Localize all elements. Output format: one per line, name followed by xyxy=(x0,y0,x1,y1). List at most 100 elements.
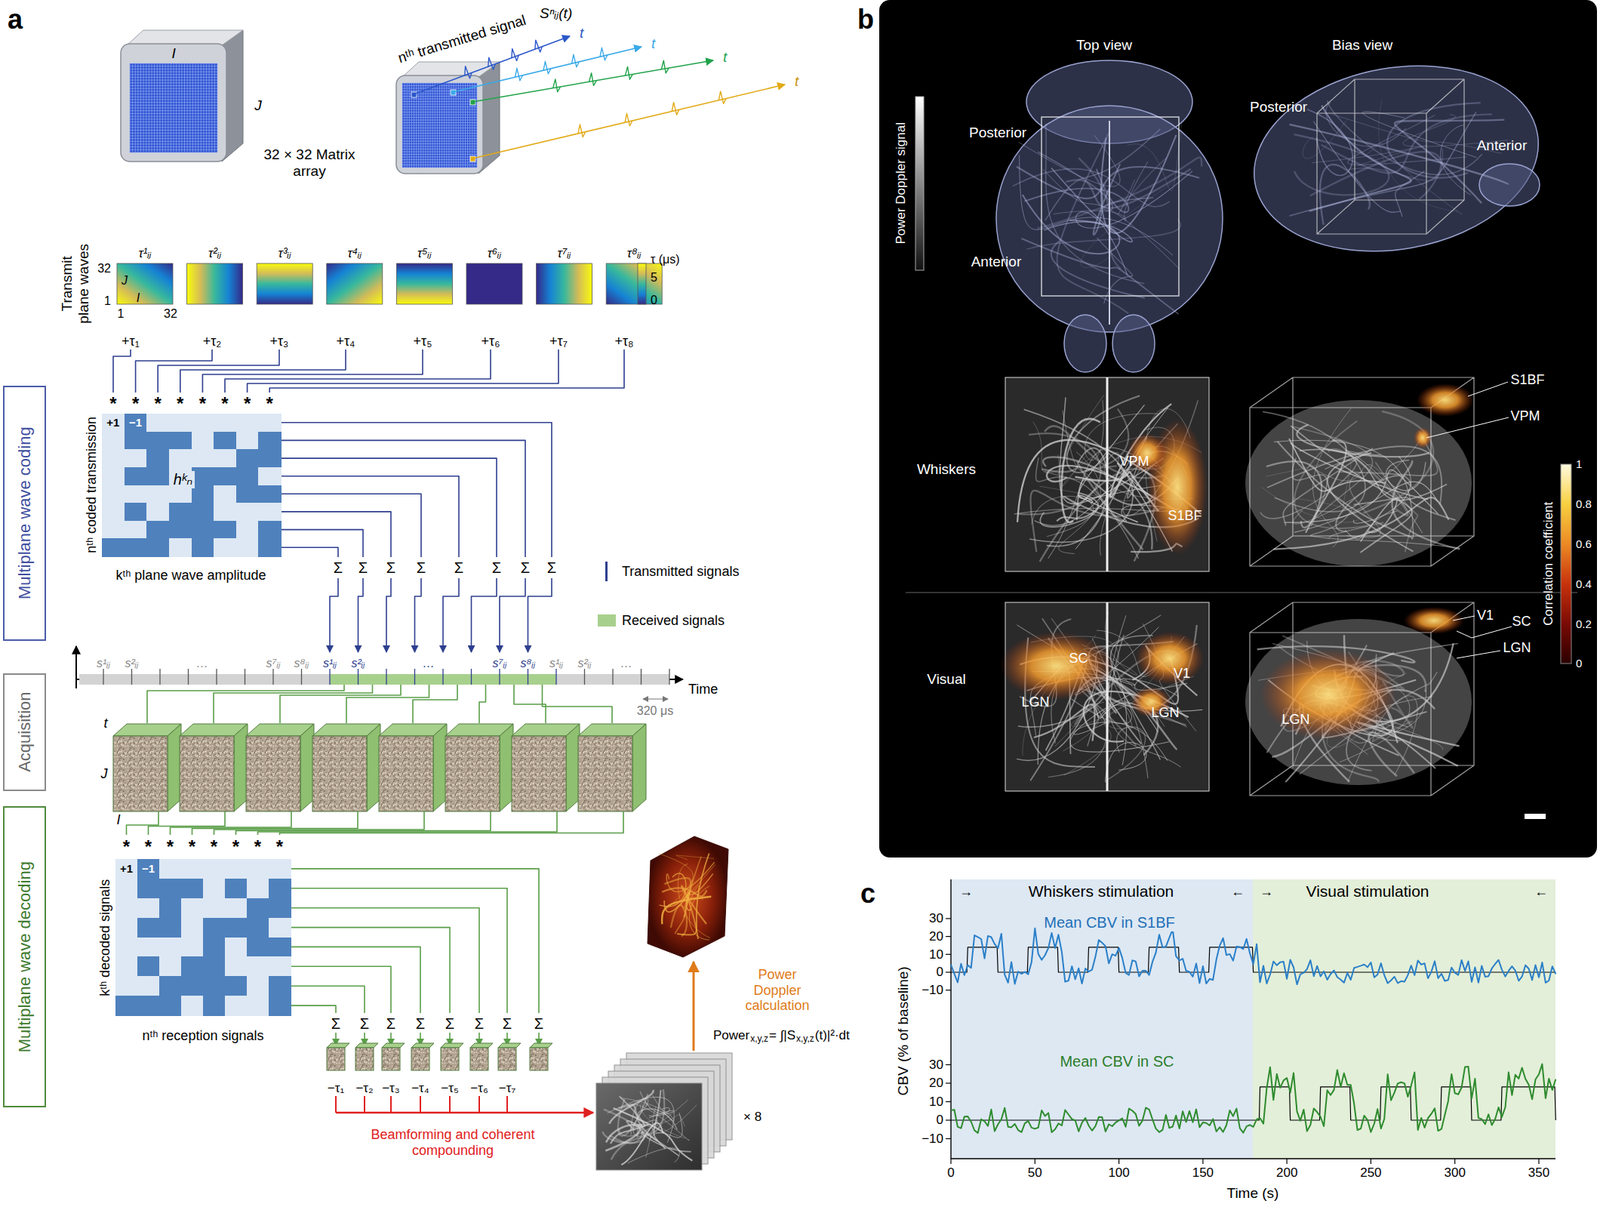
vessel xyxy=(1036,156,1202,228)
vessel xyxy=(1075,471,1160,511)
matrix-cell xyxy=(236,502,259,521)
decoding-wire xyxy=(290,927,450,1013)
signal-trace xyxy=(472,84,785,159)
vessel xyxy=(1030,490,1164,552)
text-label: 320 μs xyxy=(636,704,674,718)
legend-swatch xyxy=(597,614,616,627)
y-tick xyxy=(945,1064,951,1065)
text-label: −τ₅ xyxy=(440,1080,459,1096)
text-label: ← xyxy=(1534,883,1548,900)
matrix-cell xyxy=(146,485,170,504)
text-label: 0.6 xyxy=(1575,537,1592,551)
matrix-cell xyxy=(101,467,125,486)
text-label: t xyxy=(794,73,799,90)
matrix-cell xyxy=(191,431,215,450)
section-box: Acquisition xyxy=(3,673,47,791)
timeline-tick xyxy=(187,668,189,685)
transmit-arrow xyxy=(443,578,459,653)
text-label: Time xyxy=(688,681,718,698)
text-label: c xyxy=(860,877,876,909)
text-label: SC xyxy=(1512,613,1532,630)
matrix-cell xyxy=(224,858,248,879)
signal-trace xyxy=(472,60,714,102)
text-label: kᵗʰ plane wave amplitude xyxy=(116,567,267,584)
matrix-cell xyxy=(246,937,270,957)
red-tick xyxy=(506,1095,508,1113)
timeline-tick xyxy=(159,668,160,685)
section-box: Multiplane wave decoding xyxy=(3,806,47,1108)
fov-cube xyxy=(1249,377,1474,567)
delay-wire xyxy=(224,349,491,393)
vessel xyxy=(1057,132,1130,314)
rf-volume xyxy=(445,735,500,812)
volume-top xyxy=(440,1043,464,1048)
matrix-cell xyxy=(124,431,148,450)
text-label: Σ xyxy=(547,559,557,577)
vessel xyxy=(1302,120,1347,160)
text-label: 32 xyxy=(163,307,178,321)
axes xyxy=(950,879,1556,1159)
vessel xyxy=(1261,486,1360,523)
top-view-map xyxy=(1005,602,1210,791)
text-label: t xyxy=(104,715,108,732)
coding-wire xyxy=(280,511,391,557)
text-label: Posterior xyxy=(969,124,1027,142)
matrix-cell xyxy=(169,520,192,539)
text-label: * xyxy=(166,836,174,858)
vessel xyxy=(1294,421,1384,529)
text-label: * xyxy=(176,393,184,415)
pulse xyxy=(671,102,680,116)
text-label: τ (μs) xyxy=(650,252,680,267)
stimulus-boxcar xyxy=(950,1086,1556,1120)
matrix-cell xyxy=(268,956,292,976)
matrix-value: +1 xyxy=(115,858,138,879)
matrix-cell xyxy=(146,538,170,557)
matrix-cell xyxy=(213,467,237,486)
vessel xyxy=(1367,720,1444,750)
brain-volume xyxy=(1245,618,1472,785)
text-label: J xyxy=(121,273,128,288)
activation xyxy=(1413,427,1432,449)
y-tick xyxy=(945,989,951,991)
pulse xyxy=(488,57,496,70)
text-label: = ∫|S xyxy=(769,1027,796,1044)
text-label: * xyxy=(144,836,152,858)
timeline-tick xyxy=(102,668,104,685)
array-grid xyxy=(129,63,218,153)
volume-side xyxy=(632,723,647,812)
vessel xyxy=(1362,111,1477,158)
matrix-cell xyxy=(258,538,281,557)
text-label: → xyxy=(959,883,973,900)
plane-wave-delay-map xyxy=(396,263,453,305)
text-label: Σ xyxy=(492,559,502,577)
volume-side xyxy=(167,723,182,812)
text-label: Mean CBV in SC xyxy=(1056,1052,1177,1071)
y-tick xyxy=(945,917,951,919)
delay-wire xyxy=(269,349,625,393)
text-label: τ⁷ᵢⱼ xyxy=(557,246,572,262)
code-matrix: +1−1 xyxy=(115,858,291,1016)
matrix-cell xyxy=(124,467,148,486)
text-label: t xyxy=(579,24,584,42)
text-label: 0 xyxy=(650,293,658,308)
image-texture xyxy=(605,1124,640,1151)
matrix-cell xyxy=(224,937,248,957)
matrix-cell xyxy=(268,917,292,938)
matrix-cell xyxy=(213,413,237,432)
matrix-cell xyxy=(115,956,139,976)
text-label: −τ₃ xyxy=(381,1080,400,1096)
matrix-cell xyxy=(146,520,170,539)
matrix-cell xyxy=(169,449,192,468)
pulse xyxy=(515,67,524,81)
plane-wave-delay-map xyxy=(326,263,383,305)
vessel xyxy=(1043,168,1133,243)
matrix-cell xyxy=(258,449,281,468)
matrix-cell xyxy=(203,858,226,879)
rf-volume xyxy=(246,735,301,812)
vessel xyxy=(1353,497,1456,520)
text-label: (t)|²·dt xyxy=(815,1027,850,1044)
timeline-tick xyxy=(414,668,416,685)
coding-wire xyxy=(280,476,459,557)
pulse xyxy=(624,113,633,127)
volume-top xyxy=(355,1043,379,1048)
